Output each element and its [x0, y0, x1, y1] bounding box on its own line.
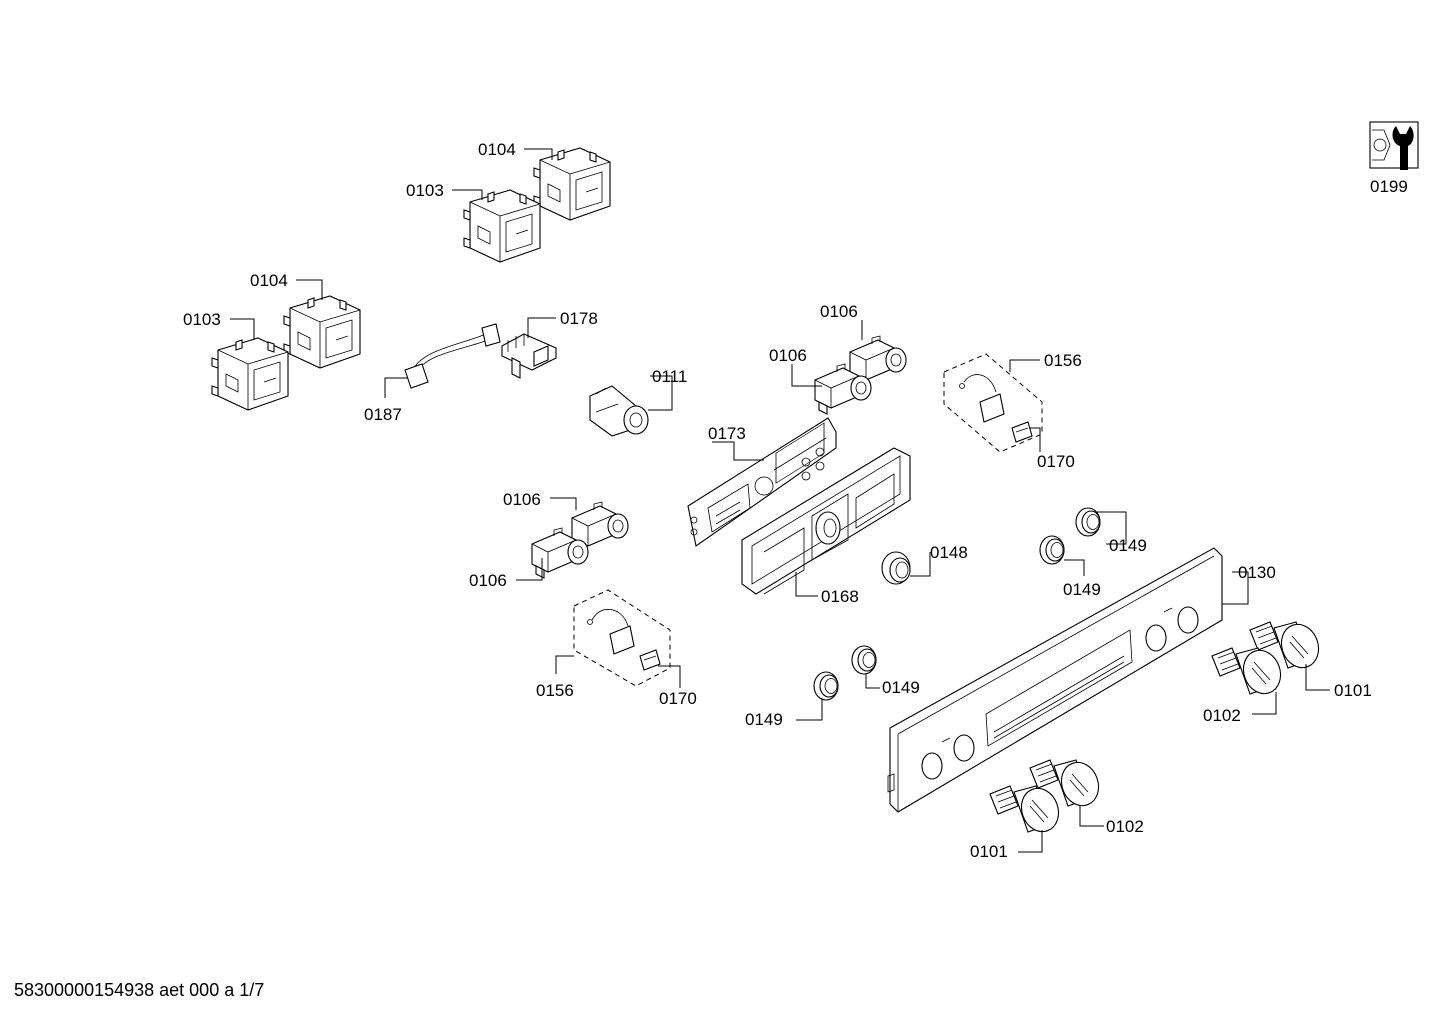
label-0156-left: 0156 [536, 681, 574, 700]
label-0102-right: 0102 [1203, 706, 1241, 725]
label-0178: 0178 [560, 309, 598, 328]
part-0130-control-panel [887, 547, 1223, 813]
label-0103-lower: 0103 [183, 310, 221, 329]
label-0106-a: 0106 [820, 302, 858, 321]
label-0156-right: 0156 [1044, 351, 1082, 370]
part-0104-lower [283, 295, 361, 369]
part-0149-d [813, 671, 839, 701]
label-0168: 0168 [821, 587, 859, 606]
part-0103-lower [211, 337, 289, 411]
label-0173: 0173 [708, 424, 746, 443]
label-0101-right: 0101 [1334, 681, 1372, 700]
part-0103-upper [463, 189, 541, 263]
part-0149-b [1039, 535, 1065, 565]
label-0149-a: 0149 [1109, 536, 1147, 555]
part-0170-plug-left [639, 649, 661, 671]
label-0170-right: 0170 [1037, 452, 1075, 471]
part-0168-frame [741, 447, 911, 595]
leader-lines [230, 148, 1330, 853]
label-0104-upper: 0104 [478, 140, 516, 159]
label-0106-c: 0106 [503, 490, 541, 509]
label-0187: 0187 [364, 405, 402, 424]
part-0170-plug-right [1011, 421, 1033, 443]
label-0149-b: 0149 [1063, 580, 1101, 599]
label-0199: 0199 [1370, 177, 1408, 196]
part-0173-circuit-board [687, 417, 837, 547]
part-0156-module-left [573, 589, 671, 687]
label-0104-lower: 0104 [250, 271, 288, 290]
part-0148-ring [881, 551, 911, 585]
label-0149-d: 0149 [745, 710, 783, 729]
label-0111: 0111 [652, 367, 687, 386]
label-0102-bottom: 0102 [1106, 817, 1144, 836]
part-0104-upper [533, 147, 611, 221]
label-0106-b: 0106 [769, 346, 807, 365]
label-0130: 0130 [1238, 563, 1276, 582]
label-0170-left: 0170 [659, 689, 697, 708]
part-0149-c [851, 645, 877, 675]
part-0102-knob-right [1211, 644, 1287, 700]
wrench-icon [1369, 121, 1419, 170]
part-0178-connector [501, 333, 557, 379]
document-footer: 58300000154938 aet 000 a 1/7 [14, 980, 265, 1000]
part-0111-switch [589, 385, 649, 437]
part-0101-knob-bottom [989, 782, 1065, 838]
label-0149-c: 0149 [882, 678, 920, 697]
label-0101-bottom: 0101 [970, 842, 1008, 861]
part-0187-cable [404, 323, 501, 389]
part-0156-module-right [943, 353, 1043, 453]
label-0103-upper: 0103 [406, 181, 444, 200]
label-0148: 0148 [930, 543, 968, 562]
label-0106-d: 0106 [469, 571, 507, 590]
